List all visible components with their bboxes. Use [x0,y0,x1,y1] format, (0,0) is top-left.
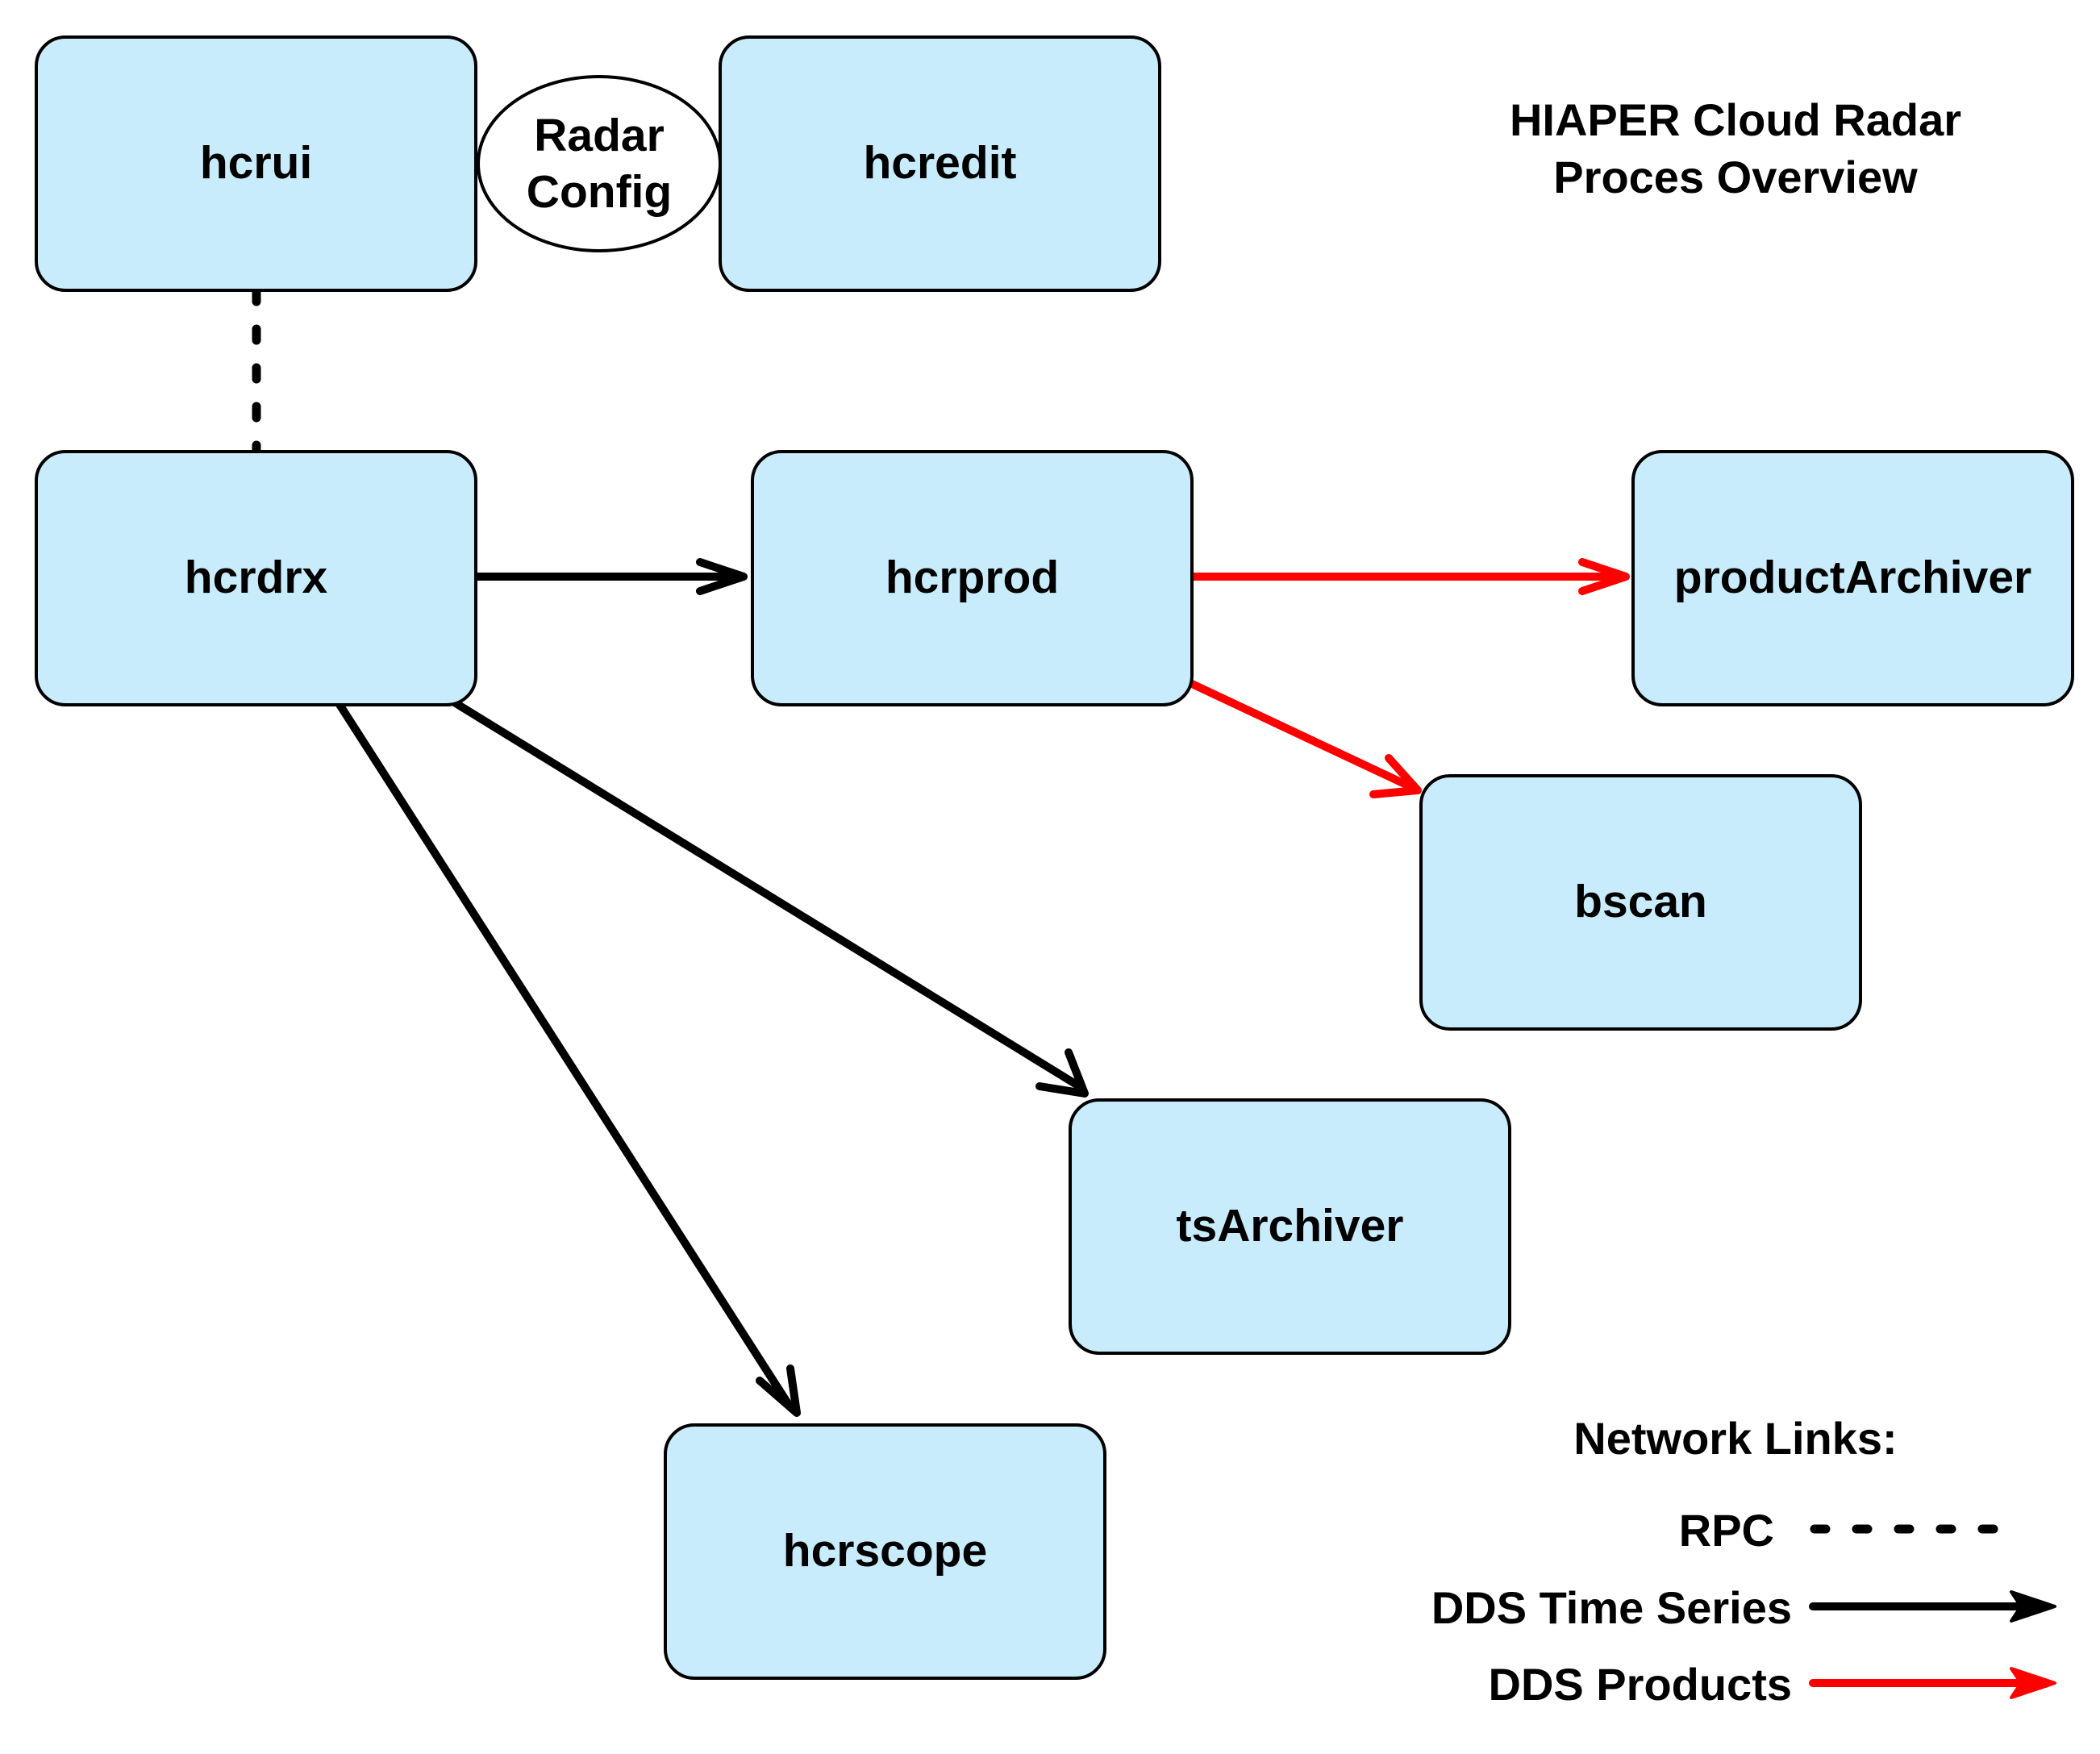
node-label-hcrdrx: hcrdrx [185,552,328,603]
node-bscan[interactable]: bscan [1419,774,1862,1031]
node-label-hcrprod: hcrprod [885,552,1059,603]
node-hcrscope[interactable]: hcrscope [664,1423,1106,1680]
radar-config-ellipse: Radar Config [477,75,722,252]
legend-swatch-dds-products [1809,1667,2056,1699]
radar-config-label-line2: Config [527,166,672,218]
node-label-hcredit: hcredit [863,137,1016,189]
node-hcrui[interactable]: hcrui [35,35,477,292]
legend: Network Links: RPC DDS Time Series DDS P… [1431,1413,2056,1710]
dds-time-series-link-hcrdrx-hcrscope [335,699,801,1417]
node-label-productarchiver: productArchiver [1674,552,2031,603]
dds-products-link-hcrprod-productarchiver [1188,558,1630,595]
node-hcrprod[interactable]: hcrprod [751,450,1194,706]
node-label-hcrscope: hcrscope [783,1525,987,1577]
node-hcrdrx[interactable]: hcrdrx [35,450,477,706]
node-label-hcrui: hcrui [200,137,312,189]
legend-swatch-dds-time-series [1809,1590,2056,1623]
legend-title: Network Links: [1573,1413,1897,1464]
diagram-title: HIAPER Cloud Radar Proces Overview [1510,94,1961,202]
diagram-title-line1: HIAPER Cloud Radar [1510,94,1961,145]
dds-time-series-link-hcrdrx-tsarchiver [452,699,1089,1098]
node-productarchiver[interactable]: productArchiver [1631,450,2074,706]
legend-label-dds-products: DDS Products [1489,1659,1793,1710]
diagram-title-line2: Proces Overview [1553,152,1918,202]
node-hcredit[interactable]: hcredit [719,35,1161,292]
dds-products-link-hcrprod-bscan [1188,680,1422,798]
legend-label-rpc: RPC [1679,1505,1774,1556]
legend-label-dds-time-series: DDS Time Series [1431,1582,1792,1633]
radar-config-label-line1: Radar [534,110,665,161]
node-label-tsarchiver: tsArchiver [1177,1200,1404,1252]
node-label-bscan: bscan [1574,876,1707,927]
node-tsarchiver[interactable]: tsArchiver [1069,1098,1511,1355]
dds-time-series-link-hcrdrx-hcrprod [472,558,748,595]
